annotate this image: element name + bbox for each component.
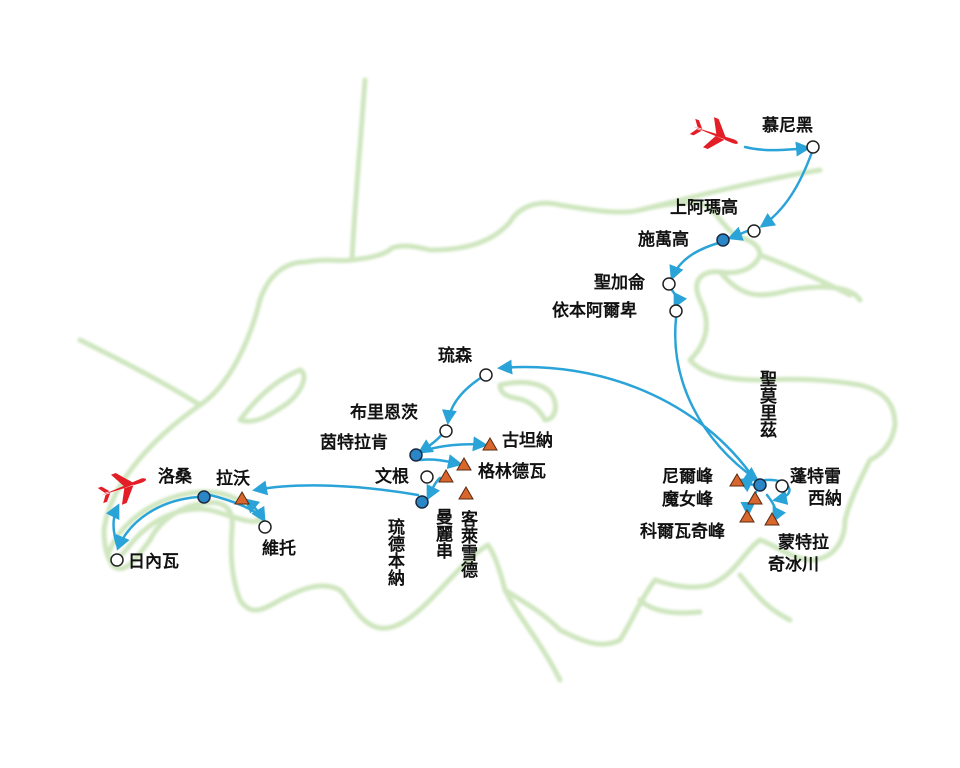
route-lines — [105, 141, 814, 551]
overnight-stops — [197, 233, 767, 509]
lake-neuchatel — [237, 367, 307, 424]
stop-pontresina — [775, 479, 789, 493]
label-st-moritz: 聖莫里茲 — [756, 370, 778, 439]
label-piz-nair: 尼爾峰 — [662, 466, 714, 487]
multiline-labels: 蓬特雷 西納 蒙特拉 奇冰川 — [768, 466, 847, 575]
stop-st-moritz — [753, 478, 767, 492]
liechtenstein — [717, 269, 863, 303]
stop-st-gallen — [662, 277, 676, 291]
route-munich-ammergau — [759, 150, 814, 228]
label-upper-ammergau: 上阿瑪高 — [670, 197, 738, 218]
stop-munich — [806, 140, 820, 154]
route-schwangau-stgallen — [669, 240, 724, 281]
border-lake-maggiore — [637, 597, 703, 616]
label-montreux: 維托 — [262, 538, 296, 559]
town-stops — [110, 140, 820, 567]
label-pontresina-line1: 蓬特雷 — [790, 466, 841, 487]
mountain-triangle-icon — [482, 437, 498, 451]
mountain-triangle-icon — [739, 509, 755, 523]
stop-brienz — [439, 424, 453, 438]
stop-schwangau — [716, 233, 730, 247]
stop-lauterbrunnen — [415, 495, 429, 509]
lake-lucerne — [497, 379, 558, 423]
stop-interlaken — [409, 448, 423, 462]
label-kleine-scheidegg: 客萊雪德 — [457, 509, 479, 579]
german-border — [349, 77, 368, 263]
airplane-icon — [97, 472, 146, 505]
stop-geneva — [110, 553, 124, 567]
mountain-triangle-icon — [234, 491, 250, 505]
country-borders — [77, 77, 898, 683]
label-appenzell: 依本阿爾卑 — [552, 300, 637, 321]
route-interlaken-grindelwald — [418, 454, 463, 469]
route-lauterbrunnen-lausanne — [252, 480, 420, 497]
vertical-labels: 琉德本納 曼麗串 客萊雪德 聖莫里茲 — [384, 370, 778, 587]
lake-geneva — [105, 489, 265, 563]
label-lausanne: 洛桑 — [158, 466, 193, 487]
border-north-west — [77, 337, 203, 408]
route-stgallen-appenzell — [668, 286, 688, 309]
label-lauterbrunnen: 琉德本納 — [384, 517, 405, 587]
label-wengen: 文根 — [375, 466, 409, 487]
peaks — [234, 437, 780, 526]
stop-montreux — [258, 520, 272, 534]
route-munich-approach — [743, 141, 811, 157]
stop-appenzell — [669, 304, 683, 318]
label-pontresina-line2: 西納 — [808, 488, 842, 509]
label-pontresina: 蓬特雷 西納 — [790, 466, 847, 509]
label-lavaux: 拉沃 — [216, 468, 250, 489]
route-appenzell-stmoritz — [674, 316, 760, 482]
label-murren: 曼麗串 — [432, 508, 453, 560]
stop-upper-ammergau — [747, 224, 761, 238]
route-geneva-depart — [105, 503, 120, 550]
mountain-triangle-icon — [438, 469, 454, 483]
label-morteratsch-line1: 蒙特拉 — [778, 532, 829, 553]
stop-lucerne — [479, 368, 493, 382]
mountain-triangle-icon — [456, 457, 472, 471]
label-grindelwald: 格林德瓦 — [478, 461, 546, 482]
label-munich: 慕尼黑 — [761, 115, 813, 136]
label-corvatsch: 科爾瓦奇峰 — [640, 521, 726, 542]
route-interlaken-jungfrau — [418, 436, 488, 454]
italy-border — [502, 587, 563, 683]
label-morteratsch-line2: 奇冰川 — [768, 554, 819, 575]
austria-border-north — [637, 167, 823, 213]
mountain-triangle-icon — [747, 491, 763, 505]
label-schwangau: 施萬高 — [638, 229, 689, 250]
route-grindelwald-wengen — [426, 476, 442, 501]
label-st-gallen: 聖加侖 — [594, 272, 646, 293]
label-diavolezza: 魔女峰 — [662, 489, 714, 510]
route-lucerne-brienz — [441, 375, 484, 425]
route-lausanne-geneva — [115, 495, 200, 551]
label-lucerne: 琉森 — [438, 345, 473, 366]
label-interlaken: 茵特拉肯 — [320, 432, 388, 453]
swiss-border — [101, 200, 898, 647]
airplane-icon — [689, 117, 738, 150]
stop-wengen — [420, 470, 434, 484]
mountain-triangle-icon — [729, 473, 745, 487]
mountain-triangle-icon — [764, 512, 780, 526]
label-jungfrau: 古坦納 — [502, 430, 553, 451]
mountain-triangle-icon — [458, 486, 474, 500]
label-brienz: 布里恩茨 — [350, 402, 418, 423]
route-stmoritz-lucerne — [497, 359, 757, 482]
stop-lausanne — [197, 490, 211, 504]
place-labels: 慕尼黑 上阿瑪高 施萬高 聖加侖 依本阿爾卑 琉森 布里恩茨 茵特拉肯 古坦納 … — [128, 115, 813, 572]
label-geneva: 日內瓦 — [128, 552, 179, 572]
label-morteratsch: 蒙特拉 奇冰川 — [768, 532, 835, 575]
italy-border-2 — [737, 572, 793, 623]
